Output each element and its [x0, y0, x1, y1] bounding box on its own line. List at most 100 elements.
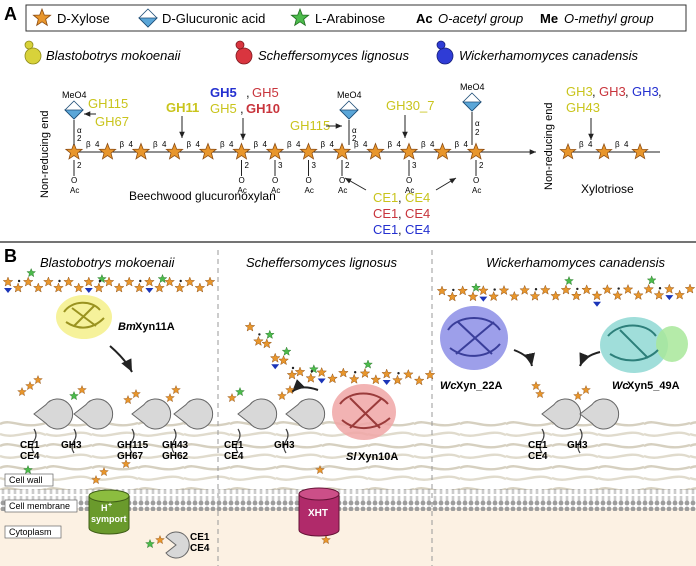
- enzyme-anchor: [235, 428, 241, 454]
- enzyme-label-ce1-b: CE1: [373, 222, 398, 237]
- label-wc1-prefix: Wc: [440, 380, 457, 392]
- cytoplasm-label-box: [4, 525, 62, 539]
- acetyl-label-4: Ac: [305, 186, 314, 195]
- enzyme-label-gh5-red: GH5: [252, 85, 279, 100]
- xylan-xylose-10: [366, 143, 385, 160]
- bond-label: 4: [397, 140, 402, 149]
- xylan-xylose-5: [199, 143, 217, 160]
- protein-slxyn10a: [332, 384, 396, 440]
- panel-b-label: B: [4, 246, 17, 266]
- bond-label: O: [239, 176, 245, 185]
- glucuronic-unit: [271, 364, 280, 370]
- bond-label: O: [306, 176, 312, 185]
- xylose-unit: [73, 282, 84, 293]
- acetyl-label-5: Ac: [338, 186, 347, 195]
- bond-label: 3: [278, 161, 283, 170]
- enzyme-gh3-1: [73, 398, 114, 430]
- xylan-xylose-4: [165, 143, 184, 160]
- bond-label: 2: [245, 161, 250, 170]
- bond-label: 2: [77, 161, 82, 170]
- label-wc2-prefix: Wc: [612, 380, 629, 392]
- enzyme-anchor: [31, 428, 37, 454]
- released-sugar: [25, 381, 35, 390]
- acetyl-dot: [658, 287, 662, 290]
- glycan-chain: [3, 268, 215, 293]
- xylose-unit: [499, 285, 509, 295]
- enzyme-label-gh10: GH10: [246, 101, 280, 116]
- xylose-unit: [43, 276, 54, 287]
- surf-ce4-3: CE4: [528, 451, 548, 462]
- bond-label: 4: [263, 140, 268, 149]
- bond-label: β: [220, 140, 225, 149]
- bond-label: O: [406, 176, 412, 185]
- released-sugar: [69, 391, 79, 400]
- xylose-unit: [13, 282, 24, 293]
- acetyl-dot: [534, 288, 538, 291]
- meo4-side-group-2: MeO4 α 2: [337, 90, 362, 145]
- released-sugar: [235, 387, 245, 396]
- bond-label: β: [120, 140, 125, 149]
- xylose-unit: [381, 368, 392, 379]
- xylose-unit: [654, 290, 664, 300]
- enzyme-label-gh3-y: GH3: [566, 84, 593, 99]
- released-sugar: [285, 385, 295, 394]
- organism-name-1: Blastobotrys mokoenaii: [46, 48, 182, 63]
- surf-ce4-2: CE4: [224, 451, 244, 462]
- arabinose-unit: [564, 276, 574, 285]
- released-sugar: [123, 395, 133, 404]
- cell-membrane-label-box: [4, 499, 78, 513]
- xylose-unit: [581, 284, 592, 295]
- legend-ac-key: Ac: [416, 11, 433, 26]
- surf-gh3-2: GH3: [274, 440, 295, 451]
- xylose-unit: [245, 321, 255, 332]
- enzyme-anchor: [539, 428, 545, 454]
- bond-label: O: [71, 176, 77, 185]
- h-symport-label: symport: [91, 514, 127, 524]
- xylose-unit: [561, 284, 571, 295]
- released-sugar: [171, 385, 181, 394]
- svg-text:,: ,: [658, 84, 662, 99]
- xylan-xylose-2: [98, 143, 117, 160]
- enzyme-label-ce4-b: CE4: [405, 222, 430, 237]
- glucuronic-unit: [84, 288, 93, 293]
- acetyl-dot: [139, 279, 142, 283]
- xylan-xylose-3: [132, 143, 150, 160]
- xylan-xylose-1: [65, 143, 83, 160]
- svg-text:,: ,: [398, 206, 402, 221]
- meo4-side-group-3: MeO4 α 2: [460, 82, 485, 145]
- released-sugar: [227, 393, 237, 402]
- xylose-unit: [414, 375, 425, 385]
- enzyme-anchor: [171, 428, 177, 454]
- label-sl-prefix: Sl: [346, 451, 357, 463]
- arabinose-unit: [265, 330, 275, 339]
- surf-gh3-1: GH3: [61, 440, 82, 451]
- xylan-xylose-7: [266, 143, 284, 160]
- cell-membrane-region: [0, 489, 696, 511]
- xylose-unit: [425, 369, 435, 380]
- bond-label: 4: [430, 140, 435, 149]
- enzyme-label-gh30: GH30_7: [386, 98, 434, 113]
- xylose-unit: [509, 291, 520, 301]
- xylose-unit: [83, 276, 94, 287]
- cytoplasm-label: Cytoplasm: [9, 527, 52, 537]
- svg-text:,: ,: [592, 84, 596, 99]
- xylose-unit: [592, 290, 602, 300]
- surf-gh43: GH43: [162, 440, 189, 451]
- svg-text:,: ,: [240, 101, 244, 116]
- glucuronic-unit: [317, 378, 326, 384]
- xylose-unit: [205, 276, 215, 287]
- bond-label: β: [354, 140, 359, 149]
- glucuronic-unit: [145, 288, 154, 293]
- xht-transporter: [298, 487, 340, 537]
- xylose-unit: [437, 285, 447, 296]
- organism-name-3: Wickerhamomyces canadensis: [459, 48, 639, 63]
- acetyl-dot: [576, 287, 579, 291]
- glycan-chain: [437, 275, 695, 307]
- svg-text:MeO4: MeO4: [62, 90, 87, 100]
- acetyl-dot: [179, 279, 182, 283]
- xylan-xylose-6: [232, 143, 251, 160]
- organism-name-2: Scheffersomyces lignosus: [258, 48, 410, 63]
- legend-xylose: D-Xylose: [57, 11, 110, 26]
- xylose-unit: [457, 285, 468, 296]
